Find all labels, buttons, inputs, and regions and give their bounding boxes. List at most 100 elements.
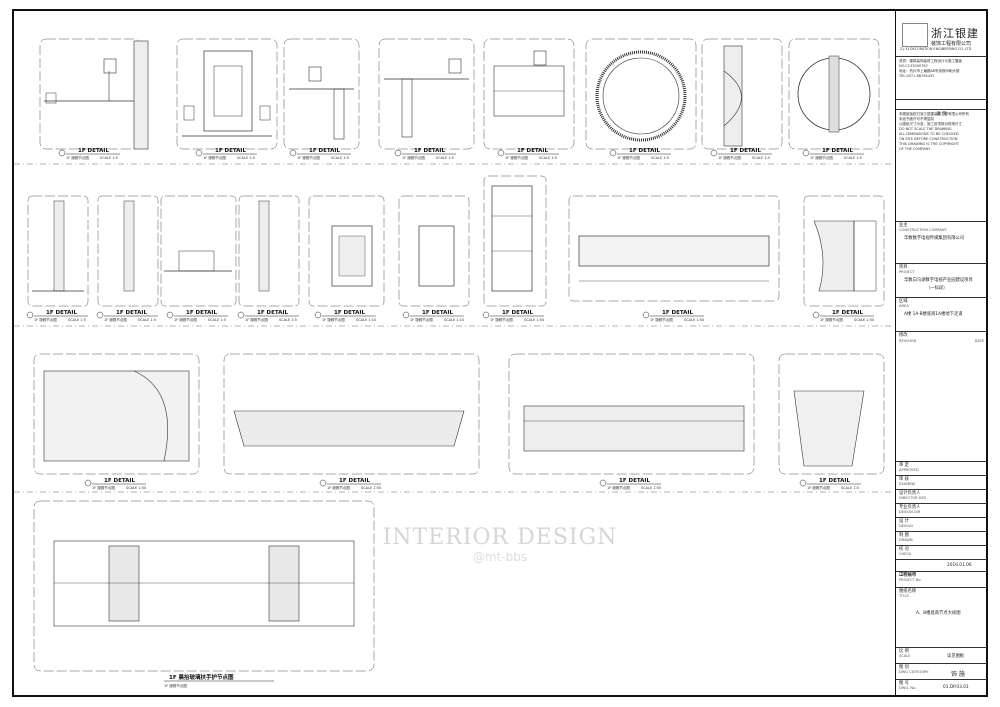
detail-scale: SCALE 1:50 (524, 318, 544, 322)
detail-subcaption: 1F 服務节点图 (807, 485, 830, 490)
note-line: THIS DRAWING IS THE COPYRIGHT (899, 142, 960, 146)
detail-scale: SCALE 1:50 (126, 486, 146, 490)
detail-marker (314, 311, 322, 319)
detail-caption: 1F DETAIL (819, 478, 850, 484)
detail-10 (97, 195, 159, 307)
detail-scale: SCALE 1:50 (361, 486, 381, 490)
detail-marker (802, 149, 810, 157)
elevation-3 (508, 353, 755, 475)
detail-scale: SCALE 1:50 (641, 486, 661, 490)
detail-scale: SCALE 1:5 (138, 318, 156, 322)
detail-marker (166, 311, 174, 319)
detail-17-counter-section (803, 195, 885, 307)
certification-line: 地址：杭州市上塘路88号浙报印刷大楼 (899, 69, 960, 73)
detail-marker (812, 311, 820, 319)
detail-1 (39, 38, 149, 150)
detail-scale: SCALE 1:5 (436, 156, 454, 160)
detail-marker (402, 311, 410, 319)
detail-14 (398, 195, 470, 307)
detail-subcaption: 1F 服務节点图 (402, 155, 425, 160)
detail-marker (599, 479, 607, 487)
detail-subcaption: 1F 服務节点图 (245, 317, 268, 322)
detail-subcaption: 1F 服務节点图 (718, 155, 741, 160)
detail-marker (58, 149, 66, 157)
detail-3 (283, 38, 360, 150)
detail-8-round-window (788, 38, 880, 150)
detail-subcaption: 1F 服務节点图 (810, 155, 833, 160)
detail-7 (701, 38, 783, 150)
glass-railing-detail (33, 500, 375, 672)
detail-marker (497, 149, 505, 157)
detail-subcaption: 1F 服務节点图 (410, 317, 433, 322)
detail-caption: 1F DETAIL (46, 310, 77, 316)
detail-subcaption: 1F 服務节点图 (490, 317, 513, 322)
company-name-en: Z.J.Y.J DECORATION ENGINEERING CO.,LTD (900, 47, 972, 51)
detail-marker (394, 149, 402, 157)
elevation-1 (33, 353, 200, 475)
detail-12 (238, 195, 300, 307)
detail-caption: 1F DETAIL (334, 310, 365, 316)
detail-scale: SCALE 1:5 (539, 156, 557, 160)
detail-5 (483, 38, 575, 150)
detail-subcaption: 1F 服務节点图 (34, 317, 57, 322)
detail-caption: 1F DETAIL (619, 478, 650, 484)
note-line: ALL DIMENSIONS TO BE CHECKED (899, 132, 959, 136)
revision-block: 修改 REVISION DATE (896, 331, 987, 461)
certification-line: TEL:0571-88765432 (899, 74, 935, 78)
note-line: 本图纸版权归浙江银建装饰工程有限公司所有 (899, 112, 969, 116)
detail-caption: 1F DETAIL (502, 310, 533, 316)
detail-caption: 1F DETAIL (215, 148, 246, 154)
detail-subcaption: 1F 服務节点图 (617, 155, 640, 160)
detail-scale: SCALE 1:50 (854, 318, 874, 322)
detail-scale: SCALE 1:5 (752, 156, 770, 160)
elevation-2 (223, 353, 480, 475)
detail-marker (237, 311, 245, 319)
detail-subcaption: 1F 服務节点图 (66, 155, 89, 160)
notes-block: 本图纸版权归浙江银建装饰工程有限公司所有未经书面许可不得复制以图纸尺寸为准，施工… (896, 109, 987, 221)
detail-scale: SCALE 1:5 (331, 156, 349, 160)
detail-caption: 1F DETAIL (116, 310, 147, 316)
elevation-4 (778, 353, 885, 475)
detail-caption: 1F DETAIL (822, 148, 853, 154)
certification-line: NO.C133000767 (899, 64, 928, 68)
detail-caption: 1F DETAIL (78, 148, 109, 154)
detail-caption: 1F DETAIL (257, 310, 288, 316)
note-line: ON SITE BEFORE CONSTRUCTION (899, 137, 958, 141)
detail-6-round-window (585, 38, 697, 150)
detail-marker (609, 149, 617, 157)
detail-marker (96, 311, 104, 319)
detail-caption: 1F DETAIL (414, 148, 445, 154)
detail-scale: SCALE 1:10 (356, 318, 376, 322)
detail-scale: SCALE 1:50 (684, 318, 704, 322)
detail-subcaption: 1F 服務节点图 (322, 317, 345, 322)
detail-2 (176, 38, 278, 150)
certification-line: 资质：建筑装饰装修工程设计与施工壹级 (899, 59, 962, 63)
detail-scale: SCALE 1:5 (841, 486, 859, 490)
detail-scale: SCALE 1:5 (208, 318, 226, 322)
detail-subcaption: 1F 服務节点图 (327, 485, 350, 490)
detail-11 (160, 195, 237, 307)
detail-marker (84, 479, 92, 487)
detail-scale: SCALE 1:5 (237, 156, 255, 160)
detail-marker (26, 311, 34, 319)
detail-caption: 1F DETAIL (422, 310, 453, 316)
detail-16-counter-elevation (568, 195, 780, 302)
note-line: 以图纸尺寸为准，施工前须核对现场尺寸 (899, 122, 962, 126)
detail-marker (799, 479, 807, 487)
detail-scale: SCALE 1:5 (68, 318, 86, 322)
detail-marker (710, 149, 718, 157)
date-row: 出图日期 2016.01.06 (896, 559, 987, 577)
detail-caption: 1F DETAIL (629, 148, 660, 154)
